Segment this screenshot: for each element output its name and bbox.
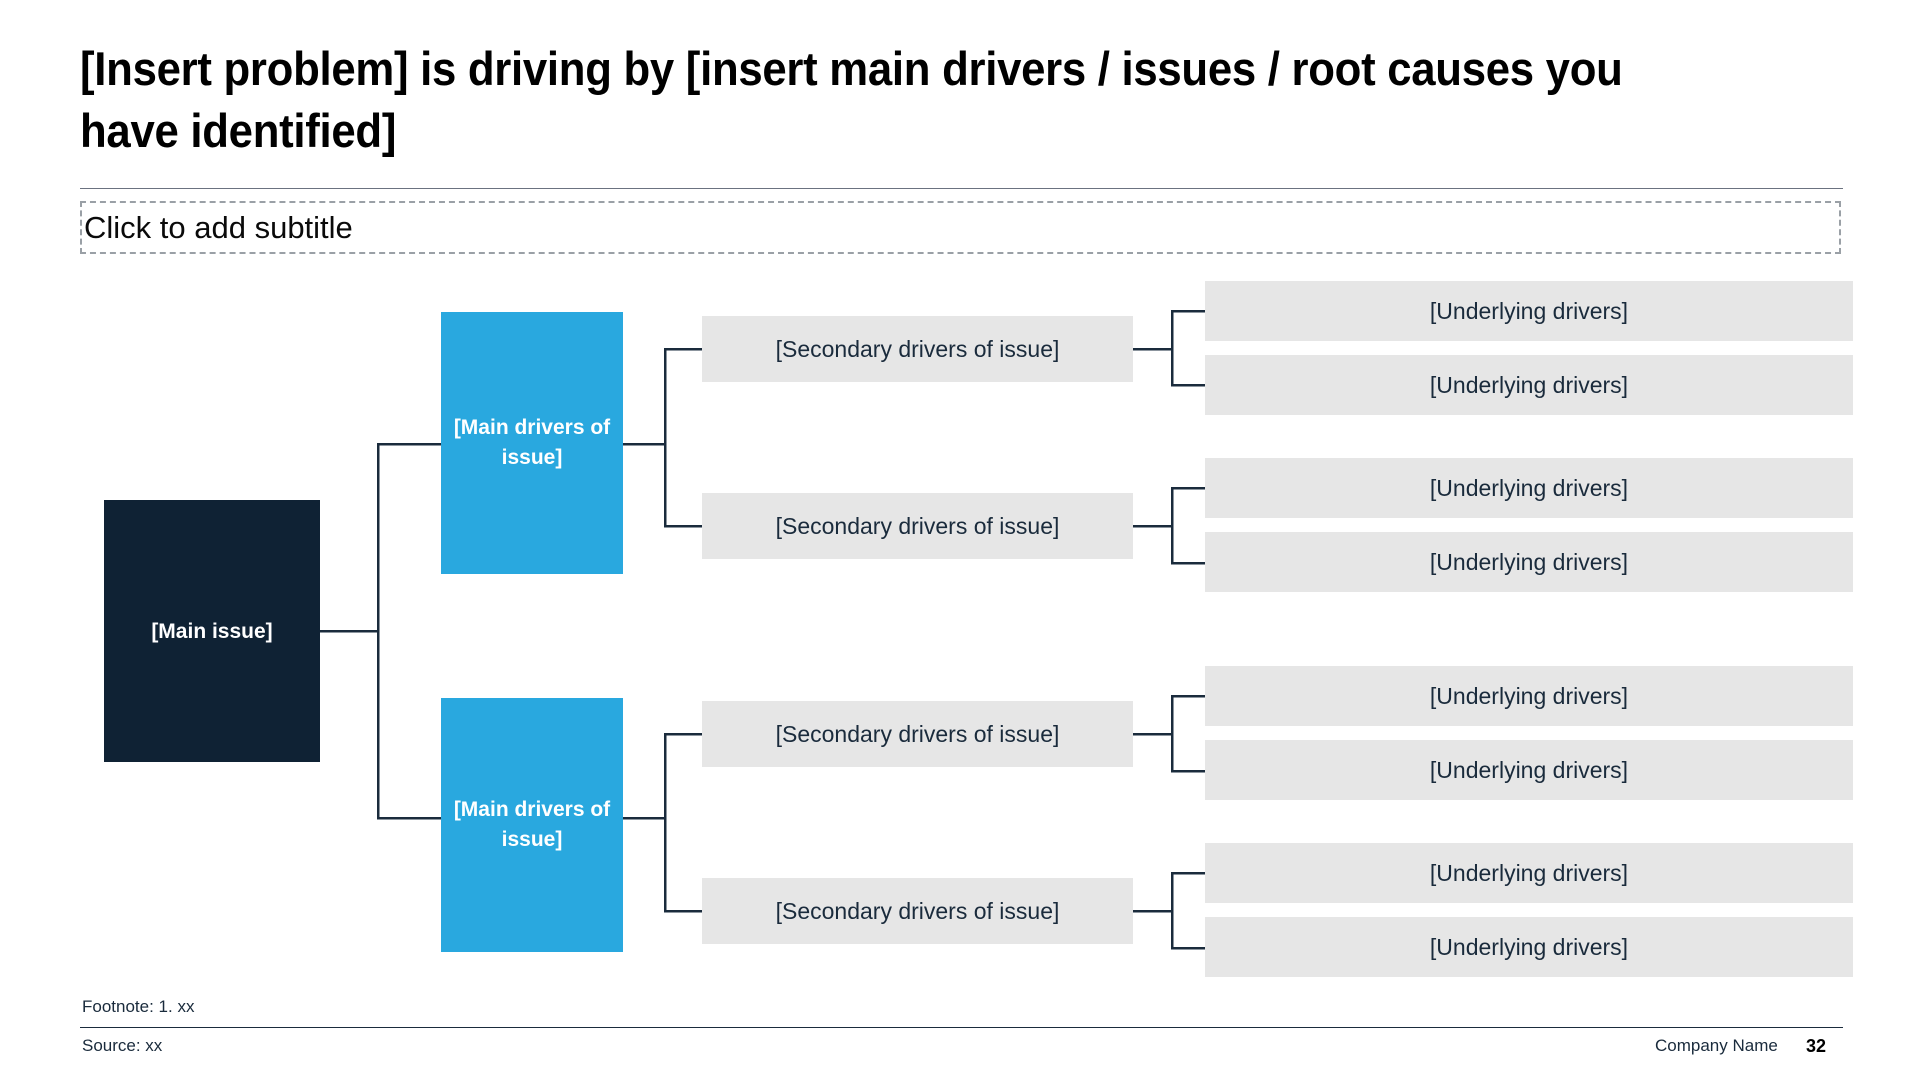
- footnote-text: Footnote: 1. xx: [82, 997, 195, 1016]
- node-underlying-driver-6[interactable]: [Underlying drivers]: [1205, 740, 1853, 800]
- node-secondary-driver-4[interactable]: [Secondary drivers of issue]: [702, 878, 1133, 944]
- node-secondary-driver-2[interactable]: [Secondary drivers of issue]: [702, 493, 1133, 559]
- node-underlying-driver-7[interactable]: [Underlying drivers]: [1205, 843, 1853, 903]
- node-label: [Main drivers of issue]: [453, 416, 611, 469]
- page-title: [Insert problem] is driving by [insert m…: [80, 42, 1635, 157]
- footer-divider: [80, 1027, 1843, 1028]
- company-name: Company Name: [1655, 1036, 1778, 1055]
- node-label: [Secondary drivers of issue]: [775, 513, 1060, 539]
- node-underlying-driver-5[interactable]: [Underlying drivers]: [1205, 666, 1853, 726]
- node-label: [Main issue]: [151, 619, 273, 643]
- node-main-issue[interactable]: [Main issue]: [104, 500, 320, 762]
- subtitle-placeholder-box[interactable]: [80, 201, 1841, 254]
- node-label: [Underlying drivers]: [1429, 934, 1629, 960]
- node-label: [Secondary drivers of issue]: [775, 336, 1060, 362]
- node-label: [Secondary drivers of issue]: [775, 721, 1060, 747]
- node-main-driver-1[interactable]: [Main drivers of issue]: [441, 312, 623, 574]
- node-underlying-driver-2[interactable]: [Underlying drivers]: [1205, 355, 1853, 415]
- node-label: [Underlying drivers]: [1429, 549, 1629, 575]
- node-secondary-driver-1[interactable]: [Secondary drivers of issue]: [702, 316, 1133, 382]
- node-secondary-driver-3[interactable]: [Secondary drivers of issue]: [702, 701, 1133, 767]
- source-text: Source: xx: [82, 1036, 163, 1055]
- node-underlying-driver-1[interactable]: [Underlying drivers]: [1205, 281, 1853, 341]
- node-main-driver-2[interactable]: [Main drivers of issue]: [441, 698, 623, 952]
- node-label: [Underlying drivers]: [1429, 475, 1629, 501]
- node-label: [Underlying drivers]: [1429, 860, 1629, 886]
- title-divider: [80, 188, 1843, 189]
- node-underlying-driver-4[interactable]: [Underlying drivers]: [1205, 532, 1853, 592]
- node-label: [Underlying drivers]: [1429, 298, 1629, 324]
- node-label: [Underlying drivers]: [1429, 757, 1629, 783]
- node-label: [Secondary drivers of issue]: [775, 898, 1060, 924]
- node-label: [Underlying drivers]: [1429, 372, 1629, 398]
- node-label: [Underlying drivers]: [1429, 683, 1629, 709]
- node-underlying-driver-3[interactable]: [Underlying drivers]: [1205, 458, 1853, 518]
- node-underlying-driver-8[interactable]: [Underlying drivers]: [1205, 917, 1853, 977]
- node-label: [Main drivers of issue]: [453, 798, 611, 851]
- subtitle-placeholder-text[interactable]: Click to add subtitle: [84, 210, 353, 245]
- page-number: 32: [1806, 1036, 1827, 1056]
